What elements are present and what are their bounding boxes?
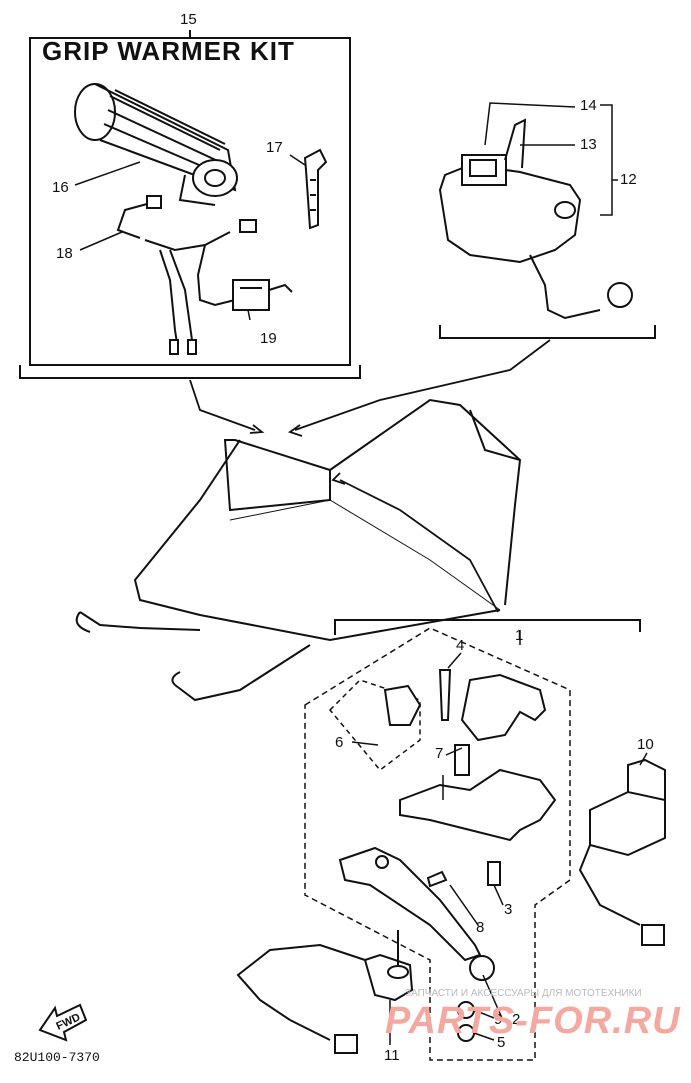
callout-12: 12 <box>620 171 637 188</box>
callout-8: 8 <box>476 919 485 936</box>
callout-6: 6 <box>335 734 344 751</box>
callout-14: 14 <box>580 97 597 114</box>
leader-lines-12-14 <box>484 102 618 216</box>
callout-13: 13 <box>580 136 597 153</box>
callout-5: 5 <box>497 1034 506 1051</box>
leader-lines-lower <box>351 652 648 1045</box>
watermark-tagline: ЗАПЧАСТИ И АКСЕССУАРЫ ДЛЯ МОТОТЕХНИКИ <box>405 988 642 999</box>
toggle-switch-part-19 <box>232 279 293 311</box>
lever-assembly-box <box>304 619 641 1061</box>
leader-lines-kit <box>74 154 306 321</box>
callout-9: 9 <box>494 1011 503 1028</box>
callout-10: 10 <box>637 736 654 753</box>
callout-4: 4 <box>456 637 465 654</box>
watermark-logo: PARTS-FOR.RU <box>385 1000 681 1042</box>
callout-19: 19 <box>260 330 277 347</box>
grip-warmer-kit-box <box>19 30 361 379</box>
kit-title: GRIP WARMER KIT <box>42 36 295 66</box>
wire-harness-part-18 <box>116 195 257 355</box>
clip-part-17 <box>303 148 328 230</box>
callout-15: 15 <box>180 11 197 28</box>
connection-lines <box>189 339 551 613</box>
grip-part-16 <box>74 83 238 206</box>
callout-16: 16 <box>52 179 69 196</box>
diagram-code: 82U100-7370 <box>14 1050 100 1065</box>
callout-1: 1 <box>515 627 524 644</box>
callout-11: 11 <box>384 1047 400 1064</box>
callout-17: 17 <box>266 139 283 156</box>
callout-7: 7 <box>435 745 444 762</box>
forward-arrow-icon <box>38 1003 88 1042</box>
snowmobile-body <box>75 398 522 702</box>
callout-18: 18 <box>56 245 73 262</box>
switch-11-and-cables <box>236 844 665 1054</box>
switch-housing-part-12 <box>438 118 656 339</box>
bracket-parts <box>338 669 666 981</box>
callout-2: 2 <box>512 1011 521 1028</box>
callout-3: 3 <box>504 901 513 918</box>
